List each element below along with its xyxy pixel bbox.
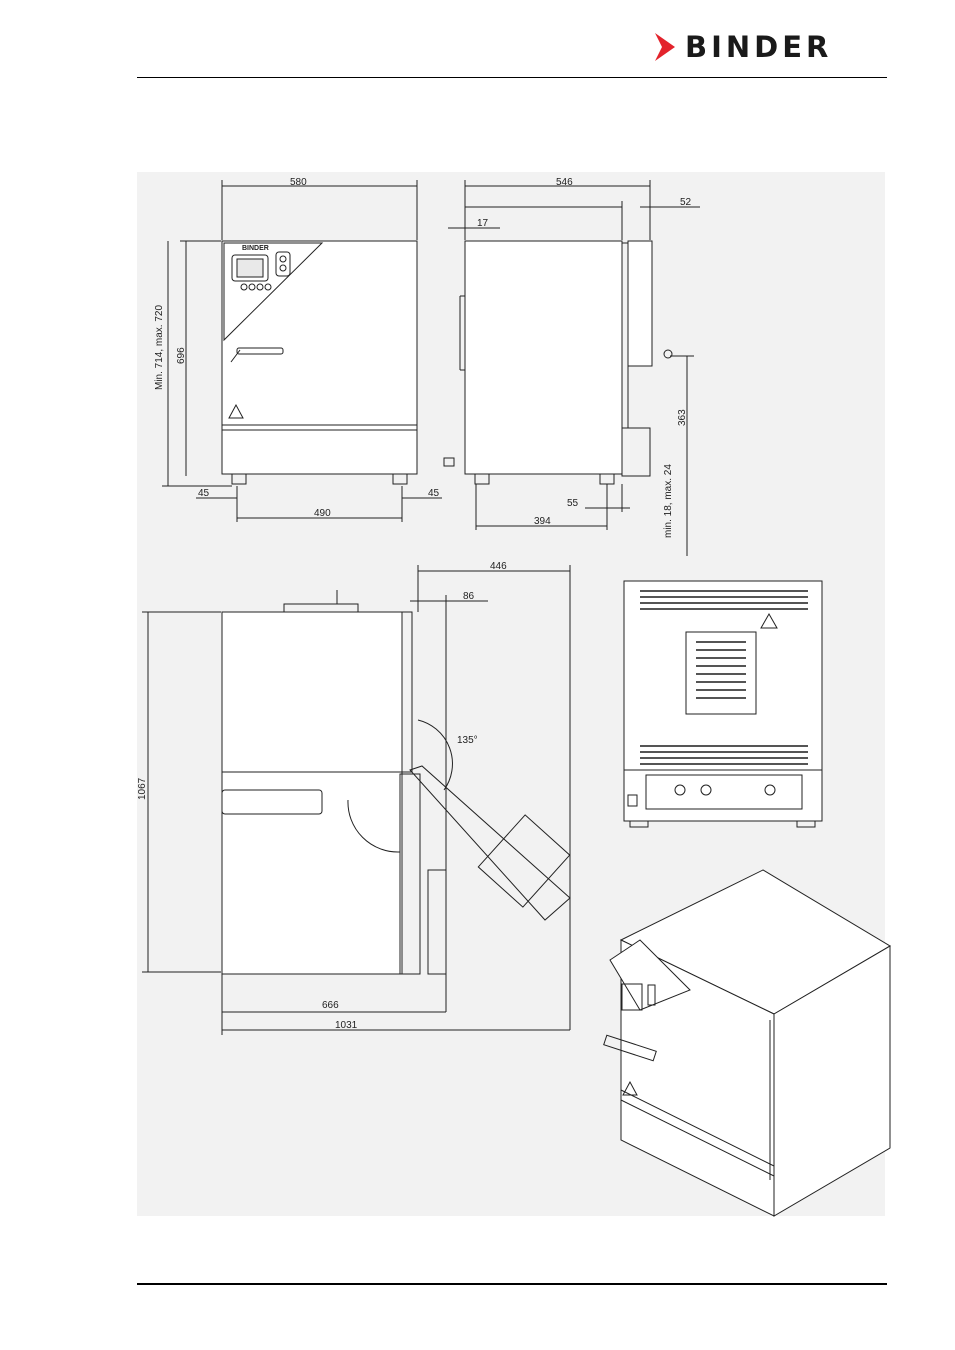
panel-brand-label: BINDER bbox=[242, 245, 269, 252]
side-view bbox=[443, 180, 700, 556]
rear-view bbox=[623, 580, 823, 828]
dim-top-total-depth-open: 1031 bbox=[335, 1020, 358, 1031]
dim-front-height: 696 bbox=[176, 347, 187, 364]
dim-top-total-depth: 446 bbox=[490, 561, 507, 572]
logo-arrow-icon bbox=[655, 33, 675, 61]
dim-side-foot-offset: 55 bbox=[567, 498, 579, 509]
front-view bbox=[162, 180, 442, 522]
dim-side-depth: 546 bbox=[556, 177, 573, 188]
dim-side-outlet-range: min. 18, max. 24 bbox=[663, 464, 674, 538]
dim-front-foot-right: 45 bbox=[428, 488, 440, 499]
dim-front-foot-spacing: 490 bbox=[314, 508, 331, 519]
dim-side-offset-left: 17 bbox=[477, 218, 489, 229]
dim-top-hinge-offset: 86 bbox=[463, 591, 475, 602]
header-rule bbox=[137, 77, 887, 78]
rear-vents bbox=[640, 590, 808, 765]
binder-logo: BINDER bbox=[655, 30, 832, 64]
dim-side-foot-spacing: 394 bbox=[534, 516, 551, 527]
logo-text: BINDER bbox=[685, 30, 833, 64]
dim-side-outlet-height: 363 bbox=[677, 409, 688, 426]
dim-front-width: 580 bbox=[290, 177, 307, 188]
dim-side-door-depth: 52 bbox=[680, 197, 692, 208]
isometric-view bbox=[603, 869, 891, 1217]
dim-top-door-angle: 135° bbox=[457, 735, 478, 746]
dim-top-width-body: 666 bbox=[322, 1000, 339, 1011]
dim-front-foot-left: 45 bbox=[198, 488, 210, 499]
top-view bbox=[142, 565, 571, 1035]
dim-top-total-width-open: 1067 bbox=[137, 777, 148, 800]
footer-rule bbox=[137, 1283, 887, 1285]
dim-front-height-range: Min. 714, max. 720 bbox=[154, 305, 165, 390]
